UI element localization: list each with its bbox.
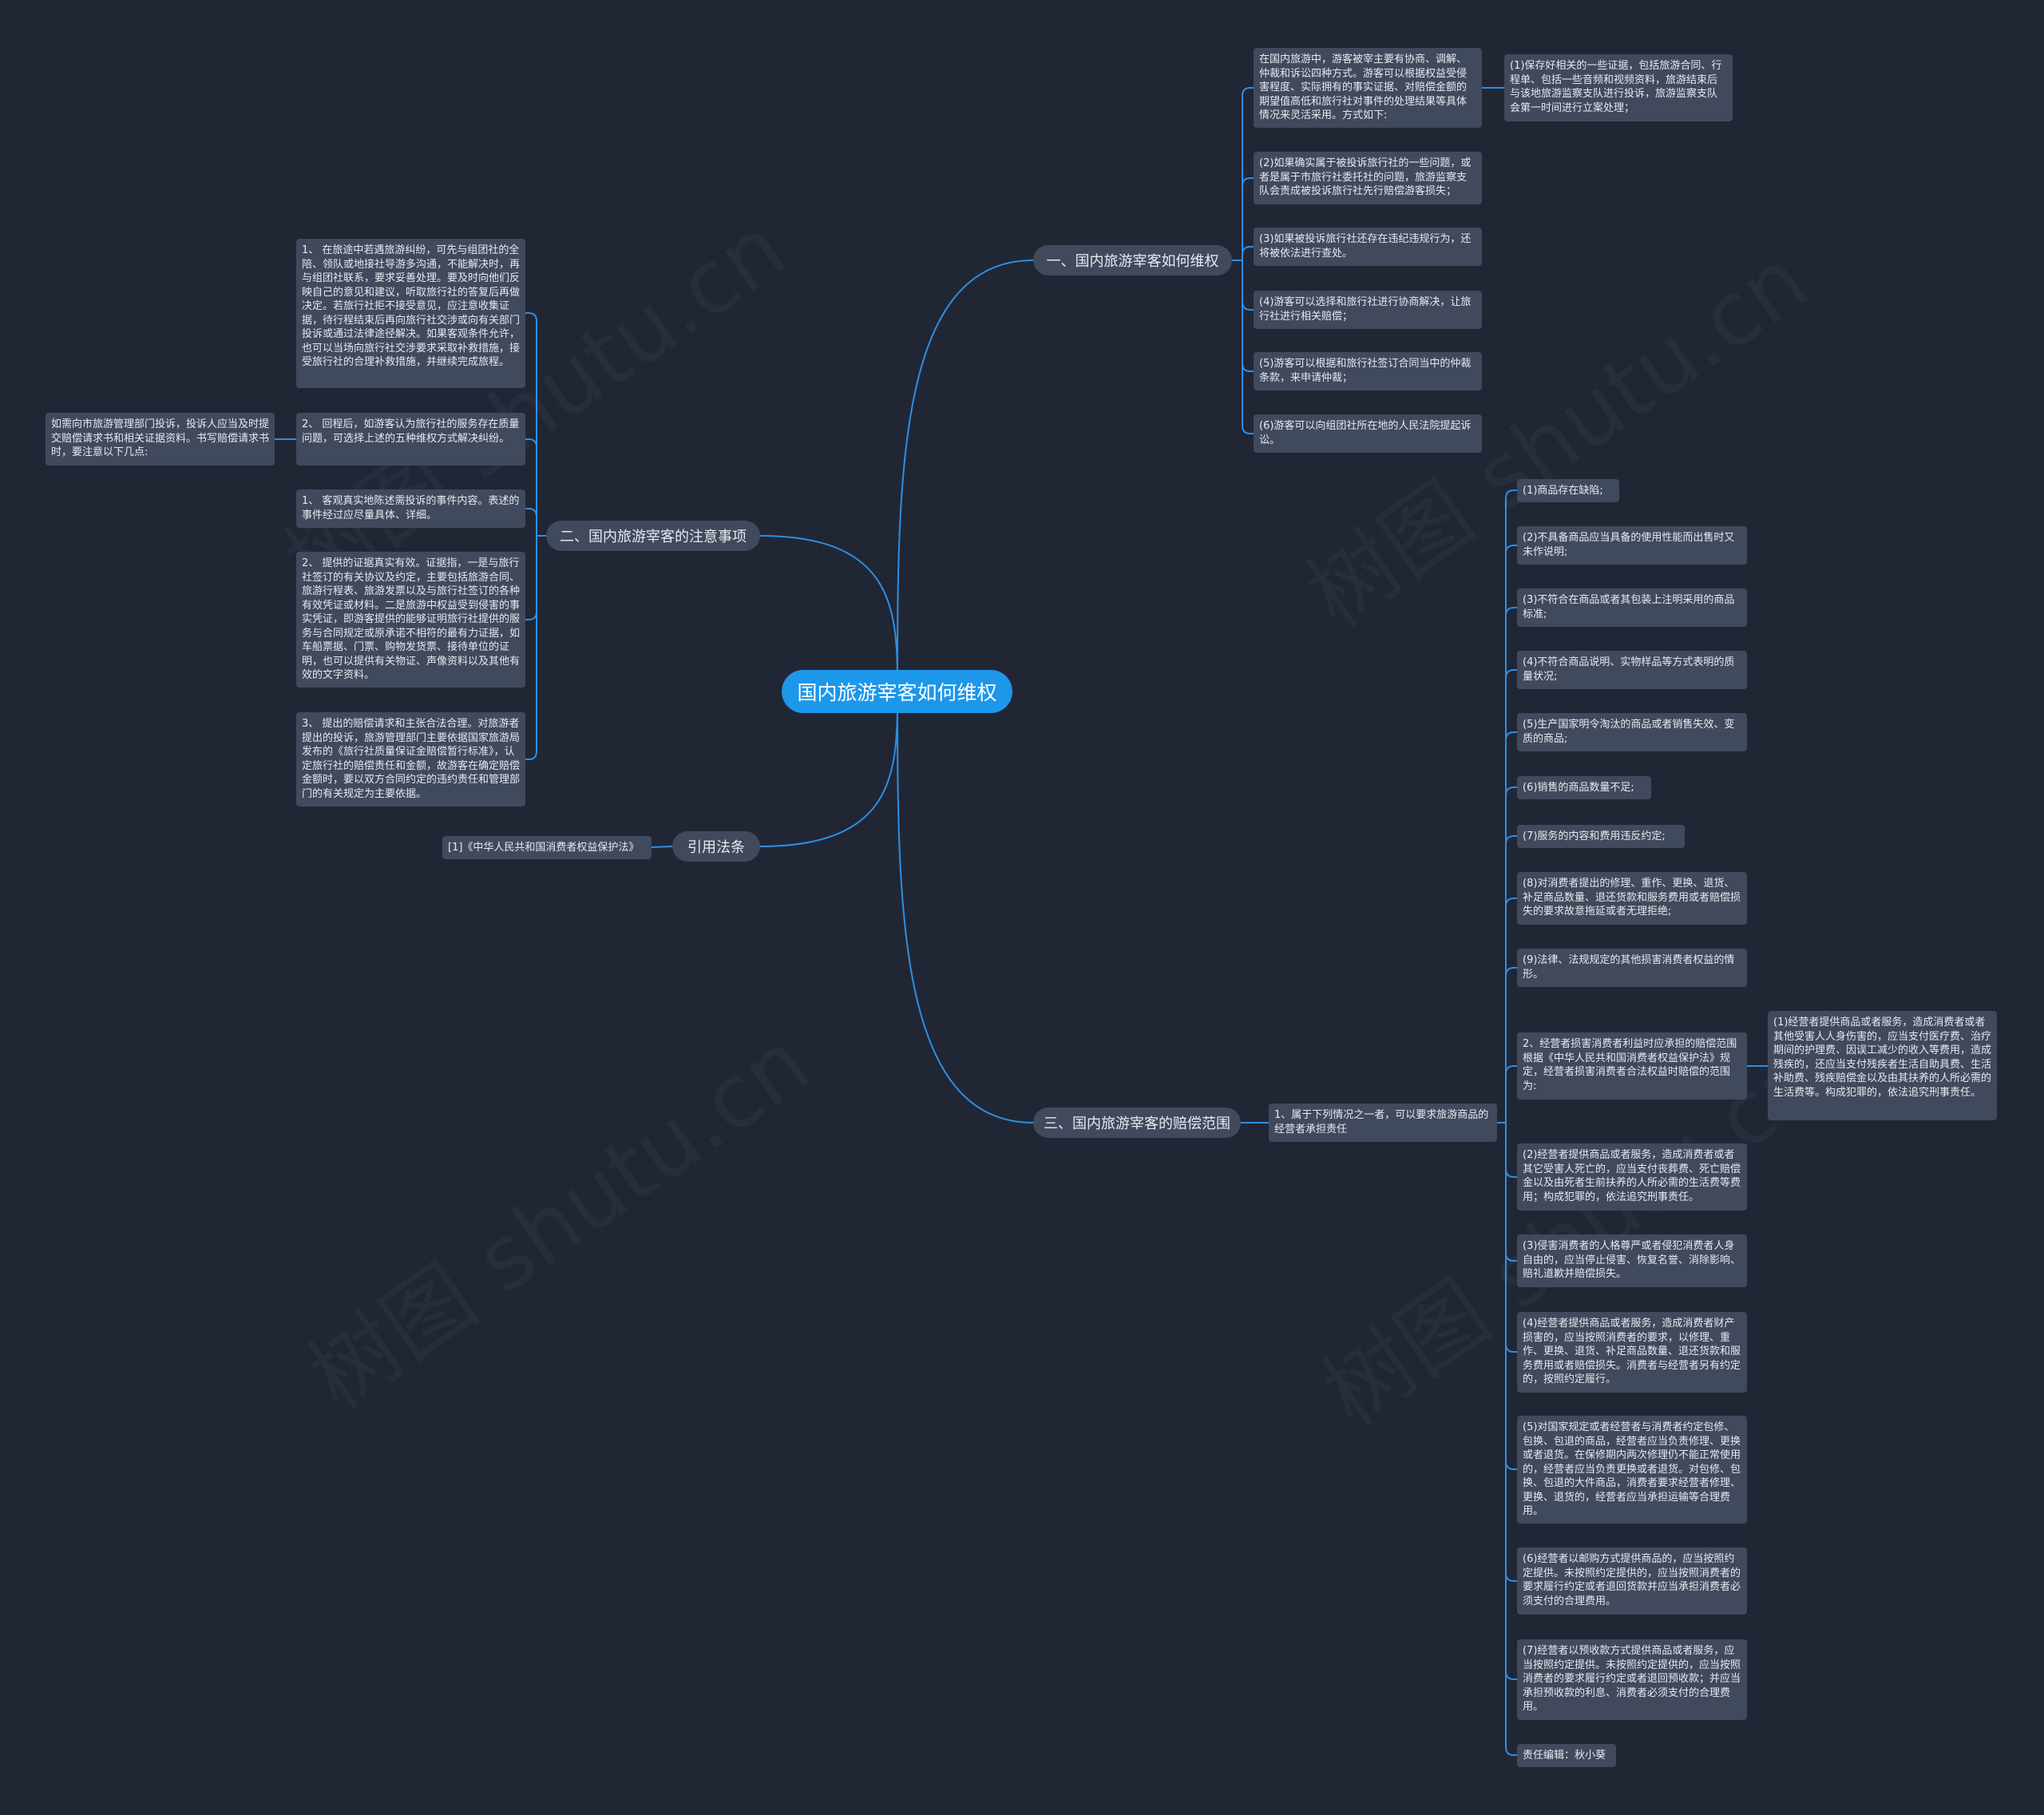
connector-line — [1242, 260, 1254, 311]
leaf-b2-item2-child[interactable]: 如需向市旅游管理部门投诉，投诉人应当及时提交赔偿请求书和相关证据资料。书写赔偿请… — [46, 413, 275, 466]
leaf-b4-item[interactable]: (4)经营者提供商品或者服务，造成消费者财产损害的，应当按照消费者的要求，以修理… — [1517, 1312, 1747, 1393]
connector-line — [1505, 489, 1517, 1123]
root-node[interactable]: 国内旅游宰客如何维权 — [782, 670, 1012, 713]
leaf-b4-item[interactable]: (1)商品存在缺陷; — [1517, 479, 1619, 502]
leaf-b1-intro-child[interactable]: (1)保存好相关的一些证据，包括旅游合同、行程单、包括一些音频和视频资料，旅游结… — [1504, 54, 1733, 121]
connector-line — [897, 691, 1034, 1123]
leaf-b4-item[interactable]: (3)侵害消费者的人格尊严或者侵犯消费者人身自由的，应当停止侵害、恢复名誉、消除… — [1517, 1234, 1747, 1287]
connector-line — [1242, 177, 1254, 260]
connector-line — [1505, 1123, 1517, 1178]
connector-line — [525, 438, 537, 536]
leaf-b4-item[interactable]: (2)不具备商品应当具备的使用性能而出售时又未作说明; — [1517, 526, 1747, 565]
leaf-b4-item[interactable]: (9)法律、法规规定的其他损害消费者权益的情形。 — [1517, 949, 1747, 987]
leaf-b2-item[interactable]: 1、 客观真实地陈述需投诉的事件内容。表述的事件经过应尽量具体、详细。 — [296, 489, 525, 528]
leaf-b4-item[interactable]: (5)对国家规定或者经营者与消费者约定包修、包换、包退的商品，经营者应当负责修理… — [1517, 1416, 1747, 1524]
leaf-b4-item[interactable]: (8)对消费者提出的修理、重作、更换、退货、补足商品数量、退还货款和服务费用或者… — [1517, 872, 1747, 925]
connector-line — [1505, 787, 1517, 1123]
leaf-b4-item10-child[interactable]: (1)经营者提供商品或者服务，造成消费者或者其他受害人人身伤害的，应当支付医疗费… — [1768, 1011, 1997, 1120]
connector-line — [759, 535, 898, 692]
leaf-b2-item[interactable]: 2、 回程后，如游客认为旅行社的服务存在质量问题，可选择上述的五种维权方式解决纠… — [296, 413, 525, 466]
connector-line — [1505, 731, 1517, 1123]
connector-line — [525, 536, 537, 620]
connector-line — [897, 260, 1034, 692]
branch-how-to-defend-rights[interactable]: 一、国内旅游宰客如何维权 — [1033, 245, 1232, 275]
leaf-b4-item[interactable]: 责任编辑：秋小葵 — [1517, 1744, 1616, 1767]
branch-compensation-scope[interactable]: 三、国内旅游宰客的赔偿范围 — [1033, 1108, 1241, 1138]
leaf-b4-item[interactable]: (2)经营者提供商品或者服务，造成消费者或者其它受害人死亡的，应当支付丧葬费、死… — [1517, 1143, 1747, 1211]
connector-line — [525, 536, 537, 760]
connector-line — [1242, 260, 1254, 372]
leaf-b4-item[interactable]: (3)不符合在商品或者其包装上注明采用的商品标准; — [1517, 588, 1747, 627]
leaf-b4-item[interactable]: (6)经营者以邮购方式提供商品的，应当按照约定提供。未按照约定提供的，应当按照消… — [1517, 1548, 1747, 1615]
connector-line — [1242, 260, 1254, 434]
leaf-b4-item[interactable]: (7)经营者以预收款方式提供商品或者服务，应当按照约定提供。未按照约定提供的，应… — [1517, 1639, 1747, 1720]
connector-line — [1505, 1123, 1517, 1353]
leaf-b4-hub[interactable]: 1、属于下列情况之一者，可以要求旅游商品的经营者承担责任 — [1269, 1104, 1497, 1142]
connector-line — [1505, 607, 1517, 1123]
connector-line — [759, 691, 898, 847]
connector-line — [1505, 1065, 1517, 1123]
connector-line — [1505, 669, 1517, 1123]
leaf-b2-item[interactable]: 3、 提出的赔偿请求和主张合法合理。对旅游者提出的投诉，旅游管理部门主要依据国家… — [296, 712, 525, 806]
connector-line — [1242, 246, 1254, 260]
leaf-b1-item[interactable]: (4)游客可以选择和旅行社进行协商解决，让旅行社进行相关赔偿； — [1254, 291, 1482, 329]
leaf-b4-item[interactable]: (6)销售的商品数量不足; — [1517, 776, 1651, 799]
leaf-b2-item[interactable]: 2、 提供的证据真实有效。证据指，一是与旅行社签订的有关协议及约定，主要包括旅游… — [296, 552, 525, 688]
leaf-b4-item[interactable]: (7)服务的内容和费用违反约定; — [1517, 825, 1685, 848]
connector-line — [525, 312, 537, 536]
connector-line — [1505, 1123, 1517, 1680]
leaf-b1-item[interactable]: (3)如果被投诉旅行社还存在违纪违规行为，还将被依法进行查处。 — [1254, 228, 1482, 266]
branch-cited-laws[interactable]: 引用法条 — [672, 831, 760, 862]
connector-line — [651, 846, 673, 848]
leaf-b1-item[interactable]: (6)游客可以向组团社所在地的人民法院提起诉讼。 — [1254, 414, 1482, 453]
leaf-b4-item[interactable]: 2、经营者损害消费者利益时应承担的赔偿范围根据《中华人民共和国消费者权益保护法》… — [1517, 1032, 1747, 1100]
connector-line — [1505, 898, 1517, 1123]
leaf-b4-item[interactable]: (4)不符合商品说明、实物样品等方式表明的质量状况; — [1517, 651, 1747, 689]
connector-line — [1505, 967, 1517, 1123]
connector-line — [1505, 545, 1517, 1123]
connector-line — [1242, 87, 1254, 260]
leaf-b3-law[interactable]: [1]《中华人民共和国消费者权益保护法》 — [442, 836, 652, 859]
leaf-b1-item[interactable]: (5)游客可以根据和旅行社签订合同当中的仲裁条款，来申请仲裁； — [1254, 352, 1482, 390]
leaf-b1-item[interactable]: (2)如果确实属于被投诉旅行社的一些问题，或者是属于市旅行社委托社的问题，旅游监… — [1254, 152, 1482, 204]
connector-line — [525, 508, 537, 536]
branch-precautions[interactable]: 二、国内旅游宰客的注意事项 — [546, 521, 760, 551]
leaf-b1-intro[interactable]: 在国内旅游中，游客被宰主要有协商、调解、仲裁和诉讼四种方式。游客可以根据权益受侵… — [1254, 48, 1482, 128]
leaf-b4-item[interactable]: (5)生产国家明令淘汰的商品或者销售失效、变质的商品; — [1517, 713, 1747, 751]
connector-line — [1505, 1123, 1517, 1262]
connector-line — [1505, 835, 1517, 1123]
leaf-b2-item[interactable]: 1、 在旅途中若遇旅游纠纷，可先与组团社的全陪、领队或地接社导游多沟通，不能解决… — [296, 239, 525, 388]
connector-line — [1505, 1123, 1517, 1756]
